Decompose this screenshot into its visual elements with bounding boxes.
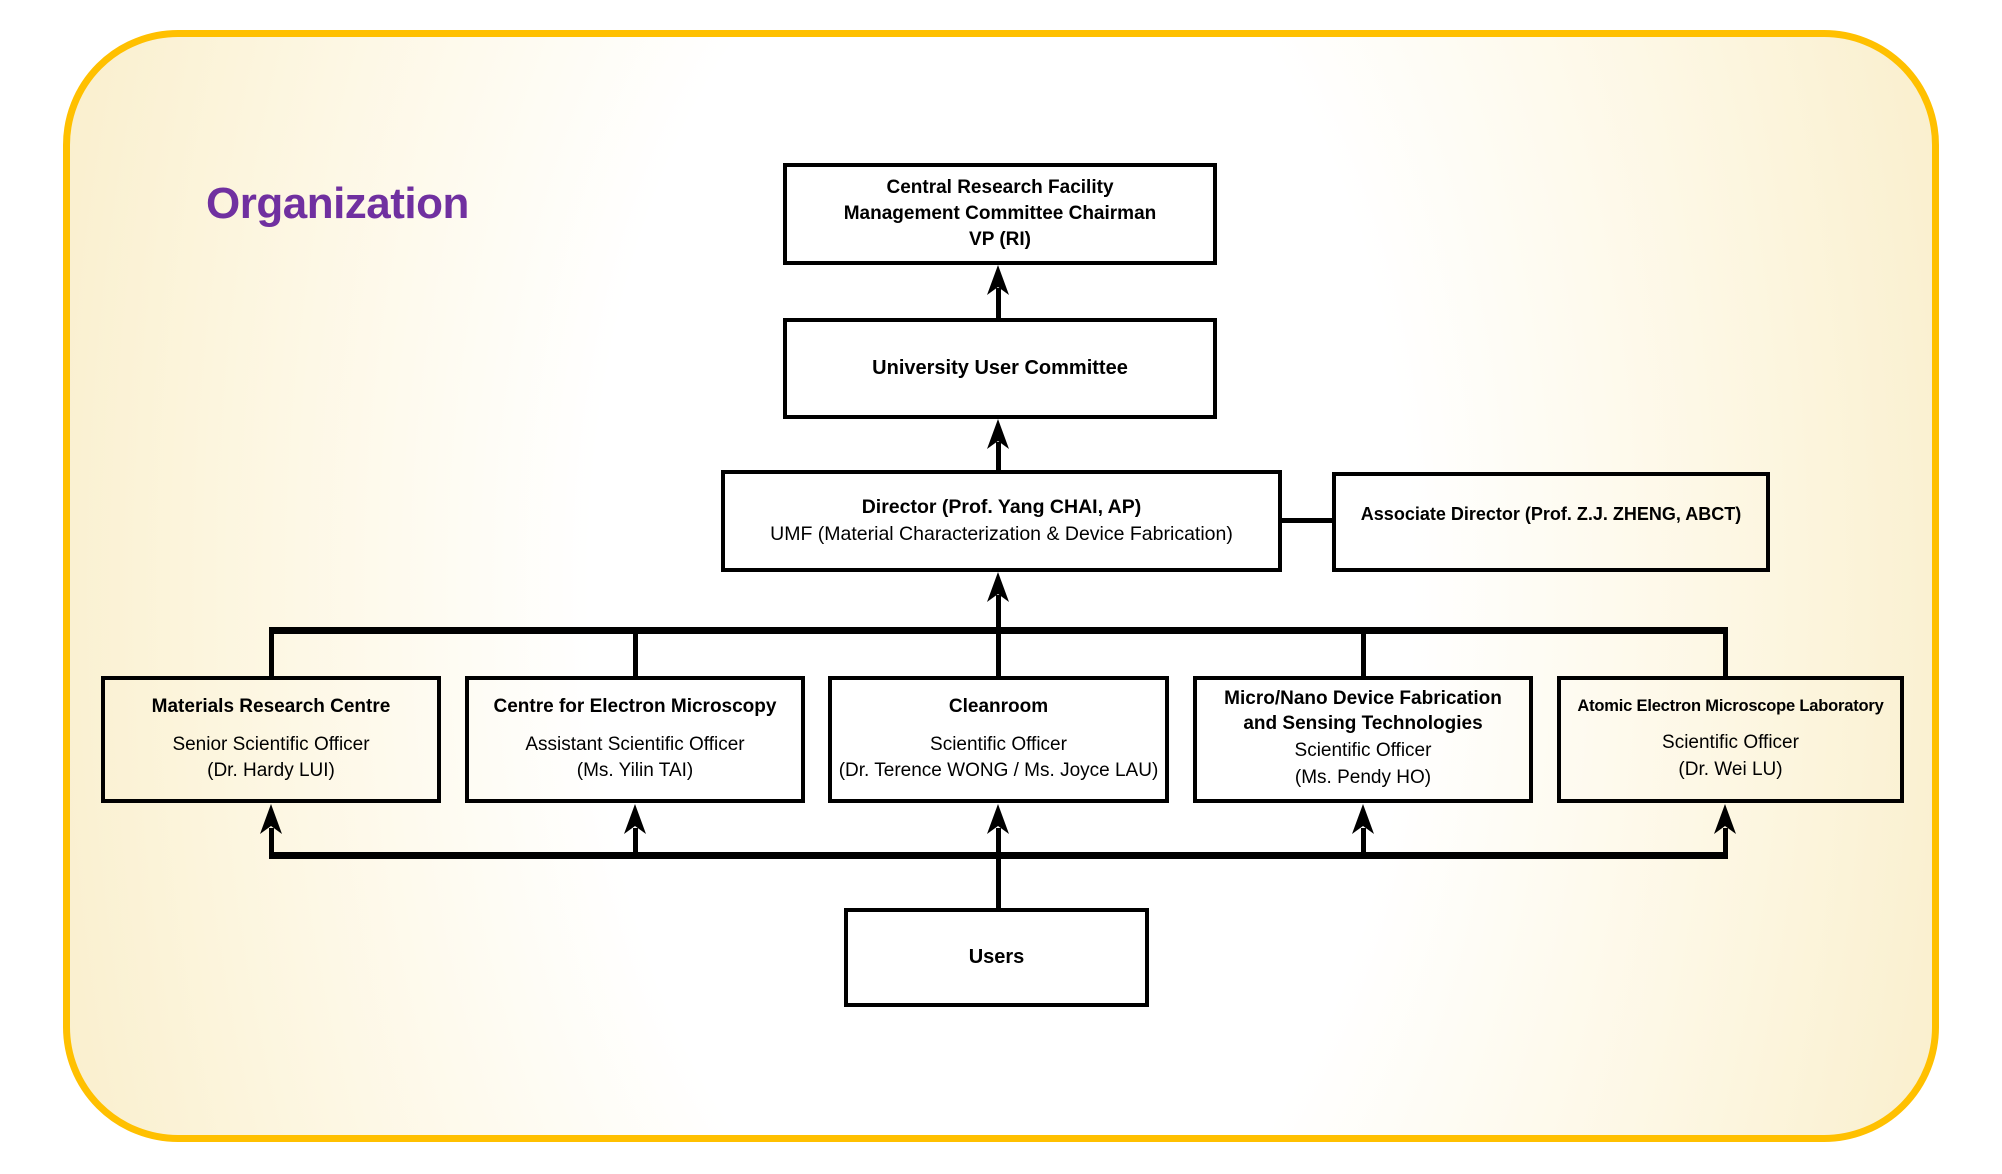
dept-person: (Dr. Terence WONG / Ms. Joyce LAU): [838, 760, 1159, 782]
dept-officer: Scientific Officer: [1294, 739, 1432, 761]
connector-line: [995, 630, 1001, 676]
dept-officer: Scientific Officer: [930, 733, 1067, 755]
connector-line: [995, 595, 1001, 631]
org-box-chairman: Central Research Facility Management Com…: [783, 163, 1217, 265]
org-box-cleanroom: Cleanroom Scientific Officer (Dr. Terenc…: [828, 676, 1169, 803]
connector-line: [632, 630, 638, 676]
org-box-associate-director: Associate Director (Prof. Z.J. ZHENG, AB…: [1332, 472, 1770, 572]
arrow-up-icon: [260, 804, 282, 834]
arrow-up-icon: [987, 419, 1009, 449]
connector-line: [632, 828, 638, 854]
connector-line: [1280, 518, 1332, 523]
org-box-micro-nano-device-fabrication: Micro/Nano Device Fabrication and Sensin…: [1193, 676, 1533, 803]
connector-line: [1722, 630, 1728, 676]
connector-line: [995, 442, 1001, 470]
arrow-up-icon: [987, 804, 1009, 834]
chairman-line-1: Central Research Facility: [886, 177, 1114, 199]
director-title: Director (Prof. Yang CHAI, AP): [861, 495, 1142, 518]
dept-title: Materials Research Centre: [151, 695, 391, 717]
connector-line: [1360, 828, 1366, 854]
org-box-users: Users: [844, 908, 1149, 1007]
chairman-line-3: VP (RI): [969, 228, 1031, 250]
arrow-up-icon: [1714, 804, 1736, 834]
arrow-up-icon: [987, 572, 1009, 602]
dept-title: Centre for Electron Microscopy: [493, 695, 777, 717]
org-box-university-user-committee: University User Committee: [783, 318, 1217, 419]
users-label: Users: [968, 946, 1025, 969]
arrow-up-icon: [1352, 804, 1374, 834]
dept-title: Atomic Electron Microscope Laboratory: [1577, 697, 1884, 716]
connector-line: [1722, 828, 1728, 854]
dept-officer: Senior Scientific Officer: [172, 733, 370, 755]
associate-director-label: Associate Director (Prof. Z.J. ZHENG, AB…: [1360, 504, 1742, 525]
dept-person: (Ms. Pendy HO): [1294, 766, 1432, 788]
dept-title: Micro/Nano Device Fabrication and Sensin…: [1224, 688, 1502, 734]
connector-line: [995, 828, 1001, 854]
dept-person: (Dr. Wei LU): [1678, 758, 1783, 780]
org-box-director: Director (Prof. Yang CHAI, AP) UMF (Mate…: [721, 470, 1282, 572]
dept-title: Cleanroom: [948, 695, 1049, 717]
connector-line: [995, 855, 1001, 908]
connector-line: [268, 828, 274, 854]
org-box-materials-research-centre: Materials Research Centre Senior Scienti…: [101, 676, 441, 803]
org-box-atomic-electron-microscope-laboratory: Atomic Electron Microscope Laboratory Sc…: [1557, 676, 1904, 803]
page-title: Organization: [206, 179, 469, 228]
connector-line: [995, 288, 1001, 318]
director-subtitle: UMF (Material Characterization & Device …: [770, 523, 1233, 545]
org-box-centre-for-electron-microscopy: Centre for Electron Microscopy Assistant…: [465, 676, 805, 803]
connector-line: [268, 630, 274, 676]
arrow-up-icon: [987, 265, 1009, 295]
dept-person: (Ms. Yilin TAI): [576, 760, 694, 782]
arrow-up-icon: [624, 804, 646, 834]
dept-officer: Assistant Scientific Officer: [525, 733, 745, 755]
connector-line: [1360, 630, 1366, 676]
committee-label: University User Committee: [872, 357, 1128, 380]
dept-person: (Dr. Hardy LUI): [207, 760, 335, 782]
chairman-line-2: Management Committee Chairman: [843, 203, 1157, 225]
dept-officer: Scientific Officer: [1662, 731, 1799, 753]
